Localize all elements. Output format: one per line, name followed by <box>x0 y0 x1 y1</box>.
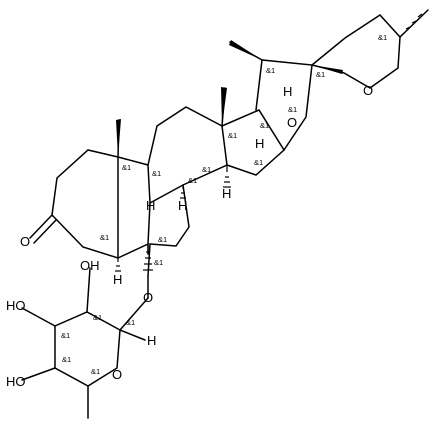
stereo-marker: &1 <box>188 176 197 185</box>
bond-lines <box>21 9 429 419</box>
wedge-bond <box>229 40 262 60</box>
stereo-marker: &1 <box>316 70 325 79</box>
pyran-oxygen-label: O <box>363 83 373 98</box>
hash-bond <box>223 165 231 188</box>
stereo-marker: &1 <box>260 121 269 130</box>
hash-bond <box>143 244 153 271</box>
stereo-marker: &1 <box>288 105 297 114</box>
stereo-marker: &1 <box>62 355 71 364</box>
atom-labels: O O O O O OH HO HO H H H H H H H <box>6 83 373 389</box>
stereo-marker: &1 <box>202 165 211 174</box>
stereo-marker: &1 <box>154 258 163 267</box>
sugar-oh-label: OH <box>80 258 100 273</box>
stereo-marker: &1 <box>152 169 161 178</box>
stereo-bonds <box>115 13 423 272</box>
sugar-ho-label: HO <box>6 298 26 313</box>
hash-bond <box>399 13 423 38</box>
hydrogen-label: H <box>113 272 122 287</box>
hydrogen-label: H <box>255 136 264 151</box>
stereo-marker: &1 <box>126 318 135 327</box>
stereo-marker: &1 <box>266 66 275 75</box>
stereo-marker: &1 <box>93 313 102 322</box>
furan-oxygen-label: O <box>287 115 297 130</box>
stereo-marker: &1 <box>122 163 131 172</box>
hash-bond <box>180 185 186 199</box>
stereo-markers: &1 &1 &1 &1 &1 &1 &1 &1 &1 &1 &1 &1 &1 &… <box>61 33 387 376</box>
sugar-ring-oxygen-label: O <box>112 367 122 382</box>
wedge-bond <box>312 65 343 74</box>
glycosidic-oxygen-label: O <box>143 290 153 305</box>
hydrogen-label: H <box>146 198 155 213</box>
hydrogen-label: H <box>147 333 156 348</box>
stereo-marker: &1 <box>158 235 167 244</box>
stereo-marker: &1 <box>254 158 263 167</box>
stereo-marker: &1 <box>61 331 70 340</box>
hydrogen-label: H <box>178 198 187 213</box>
wedge-bond <box>116 119 121 157</box>
stereo-marker: &1 <box>100 233 109 242</box>
stereo-marker: &1 <box>378 33 387 42</box>
ketone-oxygen-label: O <box>20 234 30 249</box>
stereo-marker: &1 <box>228 131 237 140</box>
hydrogen-label: H <box>283 84 292 99</box>
sugar-ho-label: HO <box>6 374 26 389</box>
wedge-bond <box>221 87 227 126</box>
hash-bond <box>115 258 121 272</box>
stereo-marker: &1 <box>91 367 100 376</box>
hydrogen-label: H <box>222 186 231 201</box>
